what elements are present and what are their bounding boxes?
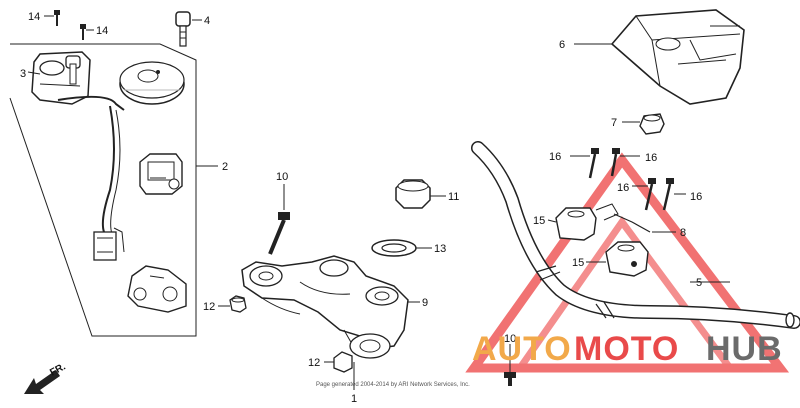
callout-15a: 15 <box>533 215 545 227</box>
front-direction-arrow <box>24 370 60 394</box>
washer-13 <box>371 239 432 257</box>
bolt-16a <box>570 148 599 179</box>
callout-13: 13 <box>434 243 446 255</box>
callout-11: 11 <box>448 191 459 203</box>
top-bridge-9 <box>241 255 420 359</box>
screw-14b <box>80 24 94 40</box>
watermark-text-auto: AUTO <box>472 330 572 368</box>
clip-8 <box>613 213 676 233</box>
callout-14b: 14 <box>96 25 108 37</box>
callout-5: 5 <box>696 277 702 289</box>
screw-14a <box>44 10 60 26</box>
callout-16a: 16 <box>549 151 561 163</box>
switch-bracket <box>127 265 187 313</box>
callout-1: 1 <box>351 393 357 405</box>
nut-12a <box>218 295 247 313</box>
callout-9: 9 <box>422 297 428 309</box>
callout-8: 8 <box>680 227 686 239</box>
bolt-16c <box>632 178 656 211</box>
callout-16c: 16 <box>617 182 629 194</box>
callout-16b: 16 <box>645 152 657 164</box>
callout-12a: 12 <box>203 301 215 313</box>
watermark-text: AUTO MOTO HUB <box>472 330 783 368</box>
bolt-10a <box>268 184 290 255</box>
holder-15a <box>547 203 619 241</box>
callout-4: 4 <box>204 15 210 27</box>
ignition-switch-3 <box>27 51 125 261</box>
callout-15b: 15 <box>572 257 584 269</box>
bolt-10b <box>504 344 516 386</box>
holder-15b <box>586 241 649 277</box>
grommet-7 <box>622 113 665 135</box>
callout-16d: 16 <box>690 191 702 203</box>
callout-3: 3 <box>20 68 26 80</box>
nut-12b <box>324 351 353 373</box>
switch-cover-ring <box>119 61 185 105</box>
watermark-text-hub: HUB <box>706 330 783 368</box>
key-4 <box>175 11 202 47</box>
handlebar-5 <box>471 141 800 329</box>
bolt-16d <box>662 178 686 211</box>
callout-7: 7 <box>611 117 617 129</box>
callout-10a: 10 <box>276 171 288 183</box>
bolt-16b <box>610 148 640 177</box>
handlebar-cover-6 <box>574 9 745 105</box>
nut-11 <box>395 179 446 209</box>
callout-12b: 12 <box>308 357 320 369</box>
callout-2: 2 <box>222 161 228 173</box>
callout-10b: 10 <box>504 333 516 345</box>
watermark-text-moto: MOTO <box>574 330 679 368</box>
footer-copyright: Page generated 2004-2014 by ARI Network … <box>316 382 470 388</box>
callout-6: 6 <box>559 39 565 51</box>
group-bracket-2 <box>9 43 197 337</box>
callout-14a: 14 <box>28 11 40 23</box>
lock-cylinder <box>139 153 183 195</box>
front-direction-label: FR. <box>48 361 68 378</box>
